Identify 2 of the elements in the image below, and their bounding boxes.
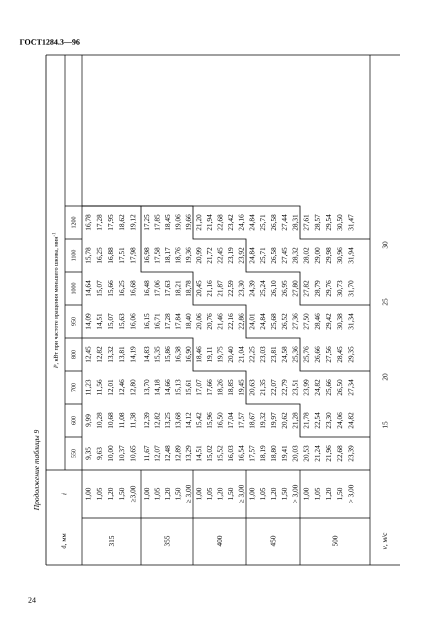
page-number: 24 <box>28 597 36 603</box>
page-header: ГОСТ1284.3—96 <box>20 39 80 45</box>
